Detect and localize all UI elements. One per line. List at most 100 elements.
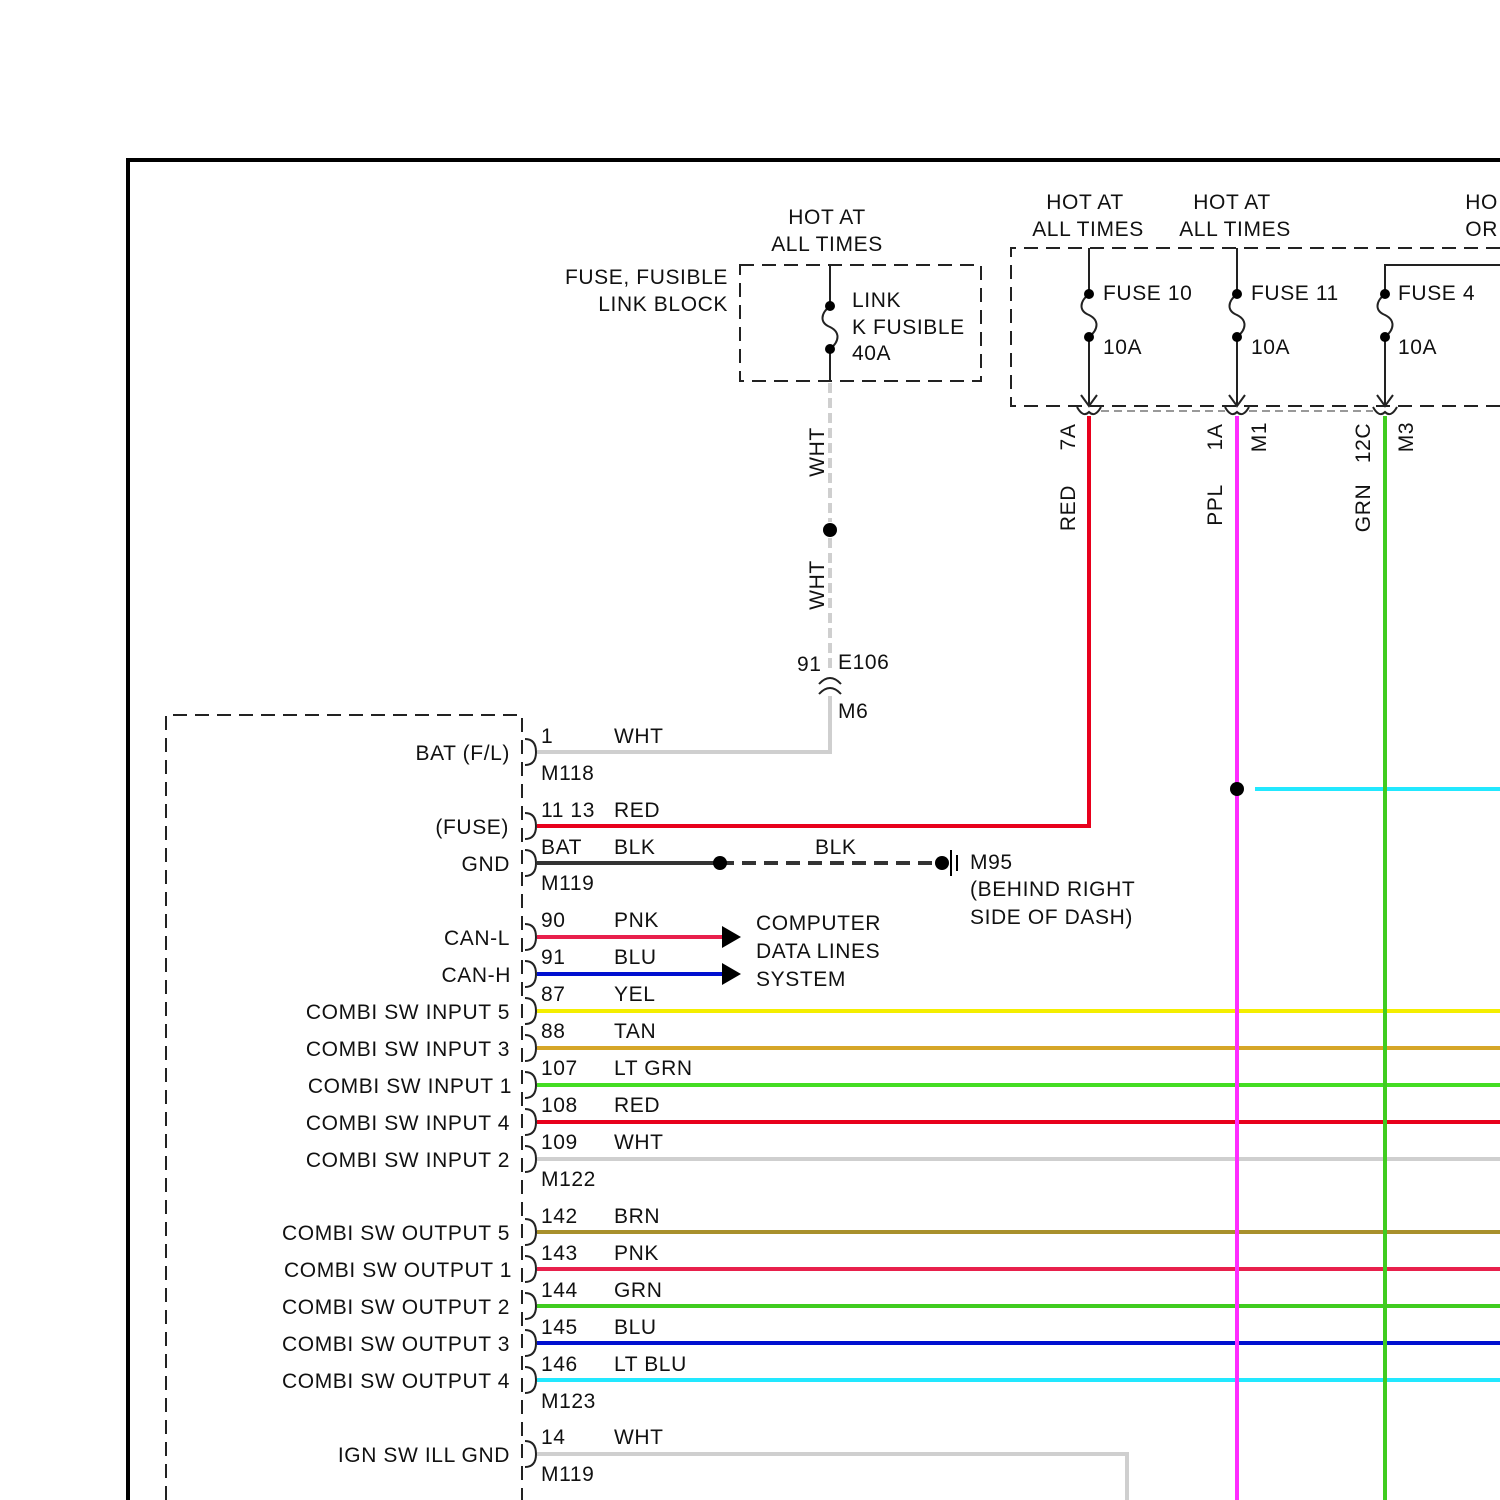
fusible-link-rating: 40A	[852, 342, 891, 365]
fuse-terminal-dot	[1084, 289, 1094, 299]
pin-label: COMBI SW INPUT 2	[306, 1149, 510, 1172]
pin-label: GND	[462, 853, 510, 876]
ground-wire-color: BLK	[815, 836, 857, 859]
connector-name: M123	[541, 1390, 596, 1413]
pin-number: 1	[541, 725, 553, 748]
fuse-11-cavity-connector	[1225, 407, 1249, 414]
pin-number: 144	[541, 1279, 578, 1302]
pin-label: IGN SW ILL GND	[338, 1444, 510, 1467]
fuse-10-symbol	[1082, 294, 1097, 337]
pin-number: 143	[541, 1242, 578, 1265]
wire-color-code: LT GRN	[614, 1057, 693, 1080]
fuse-11-name: FUSE 11	[1251, 282, 1339, 305]
fuse-11-wire-color: PPL	[1204, 484, 1227, 526]
fuse-11-hot-line-2: ALL TIMES	[1179, 218, 1291, 241]
fuse-4-wire-color: GRN	[1352, 484, 1375, 532]
wire-color-code: PNK	[614, 909, 659, 932]
fuse-terminal-dot	[1380, 289, 1390, 299]
fuse-4-connector: M3	[1395, 422, 1418, 452]
ground-icon	[951, 850, 957, 876]
wire-color-code: RED	[614, 799, 660, 822]
pin-label: COMBI SW INPUT 3	[306, 1038, 510, 1061]
fuse-4-hot-line-2: OR	[1465, 218, 1498, 241]
fuse-10-hot-line-1: HOT AT	[1046, 191, 1124, 214]
pin-label: COMBI SW INPUT 5	[306, 1001, 510, 1024]
wire-color-code: BLK	[614, 836, 656, 859]
wire-color-code: BRN	[614, 1205, 660, 1228]
wire-color-code: WHT	[806, 427, 829, 477]
wire-color-code: TAN	[614, 1020, 656, 1043]
pin-number: 146	[541, 1353, 578, 1376]
fuse-terminal-dot	[1380, 332, 1390, 342]
pin-number: 11 13	[541, 799, 595, 822]
fuse-terminal-dot	[825, 301, 835, 311]
wire-color-code: BLU	[614, 946, 657, 969]
can-destination-line-1: COMPUTER	[756, 912, 881, 935]
fuse-4-hot-line-1: HO	[1465, 191, 1498, 214]
pin-number: 145	[541, 1316, 578, 1339]
fusible-link-hot-line-1: HOT AT	[788, 206, 866, 229]
arrow-right-icon	[722, 926, 741, 948]
wire-color-code: YEL	[614, 983, 656, 1006]
pin-number: 108	[541, 1094, 578, 1117]
wire-wht-bat-fl	[537, 696, 830, 752]
fusible-link-symbol	[823, 306, 838, 349]
inline-connector-symbol	[819, 678, 841, 694]
pin-number: 88	[541, 1020, 566, 1043]
fuse-4-rating: 10A	[1398, 336, 1437, 359]
wire-color-code: PNK	[614, 1242, 659, 1265]
wire-color-code: WHT	[614, 1131, 664, 1154]
fusible-link-name-2: K FUSIBLE	[852, 316, 965, 339]
fuse-10-hot-line-2: ALL TIMES	[1032, 218, 1144, 241]
can-destination-line-3: SYSTEM	[756, 968, 846, 991]
splice-dot	[823, 523, 837, 537]
fuse-10-rating: 10A	[1103, 336, 1142, 359]
fuse-11-hot-line-1: HOT AT	[1193, 191, 1271, 214]
pin-number: 142	[541, 1205, 578, 1228]
fuse-10-name: FUSE 10	[1103, 282, 1192, 305]
connector-name: M119	[541, 1463, 594, 1486]
fuse-11-rating: 10A	[1251, 336, 1290, 359]
fuse-4-cavity: 12C	[1352, 423, 1375, 463]
pin-label: COMBI SW OUTPUT 3	[282, 1333, 510, 1356]
pin-label: CAN-L	[444, 927, 510, 950]
fuse-11-symbol	[1230, 294, 1245, 337]
fuse-10-cavity-connector	[1077, 407, 1101, 414]
can-destination-line-2: DATA LINES	[756, 940, 880, 963]
pin-label: COMBI SW OUTPUT 2	[282, 1296, 510, 1319]
wire-color-code: WHT	[806, 560, 829, 610]
pin-label: COMBI SW INPUT 4	[306, 1112, 510, 1135]
fusible-link-block-name-1: FUSE, FUSIBLE	[565, 266, 728, 289]
fuse-terminal-dot	[1232, 332, 1242, 342]
wire-color-code: WHT	[614, 725, 664, 748]
fuse-11-connector: M1	[1248, 422, 1271, 452]
pin-label: COMBI SW OUTPUT 4	[282, 1370, 510, 1393]
splice-dot	[713, 856, 727, 870]
fuse-10-output-arrow	[1081, 337, 1097, 406]
pin-label: COMBI SW OUTPUT 1	[284, 1259, 512, 1282]
inline-connector-name-a: E106	[838, 651, 889, 674]
wire-color-code: WHT	[614, 1426, 664, 1449]
connector-name: M122	[541, 1168, 596, 1191]
pin-label: COMBI SW OUTPUT 5	[282, 1222, 510, 1245]
fuse-4-output-arrow	[1377, 337, 1393, 406]
fuse-10-cavity: 7A	[1057, 424, 1080, 451]
pin-number: 90	[541, 909, 566, 932]
pin-number: 91	[541, 946, 566, 969]
fuse-4-cavity-connector	[1373, 407, 1397, 414]
arrow-right-icon	[722, 963, 741, 985]
wire-color-code: BLU	[614, 1316, 657, 1339]
pin-label: BAT (F/L)	[416, 742, 510, 765]
pin-label: (FUSE)	[435, 816, 509, 839]
connector-name: M119	[541, 872, 594, 895]
pin-number: BAT	[541, 836, 582, 859]
wire-color-code: GRN	[614, 1279, 662, 1302]
ground-name: M95	[970, 851, 1013, 874]
pin-label: COMBI SW INPUT 1	[308, 1075, 512, 1098]
inline-connector-pin: 91	[797, 653, 822, 676]
pin-connector-brackets	[525, 739, 536, 1467]
fusible-link-block-name-2: LINK BLOCK	[598, 293, 728, 316]
pin-number: 14	[541, 1426, 566, 1449]
fusible-link-name-1: LINK	[852, 289, 901, 312]
